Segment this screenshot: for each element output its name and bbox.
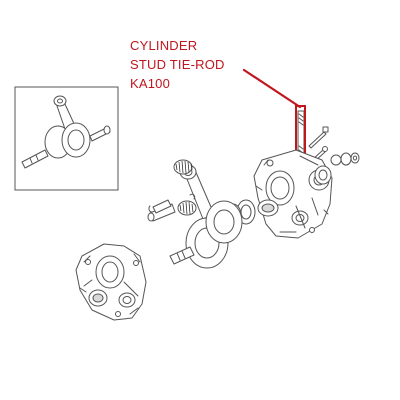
inset-crankshaft-view bbox=[14, 86, 119, 191]
callout-leader-line bbox=[242, 68, 302, 109]
big-end-bearing bbox=[177, 200, 197, 216]
piston-pin bbox=[148, 193, 196, 214]
crankshaft-assembly bbox=[147, 159, 243, 269]
callout-line-3: KA100 bbox=[130, 76, 171, 91]
callout-line-2: STUD TIE-ROD bbox=[130, 57, 225, 72]
crankcase-studs bbox=[308, 126, 360, 166]
part-callout-label: CYLINDER STUD TIE-ROD KA100 bbox=[130, 36, 225, 93]
left-crankcase-half bbox=[75, 243, 147, 321]
small-end-bearing bbox=[173, 159, 193, 175]
right-crankcase-half bbox=[253, 149, 333, 239]
callout-line-1: CYLINDER bbox=[130, 38, 198, 53]
